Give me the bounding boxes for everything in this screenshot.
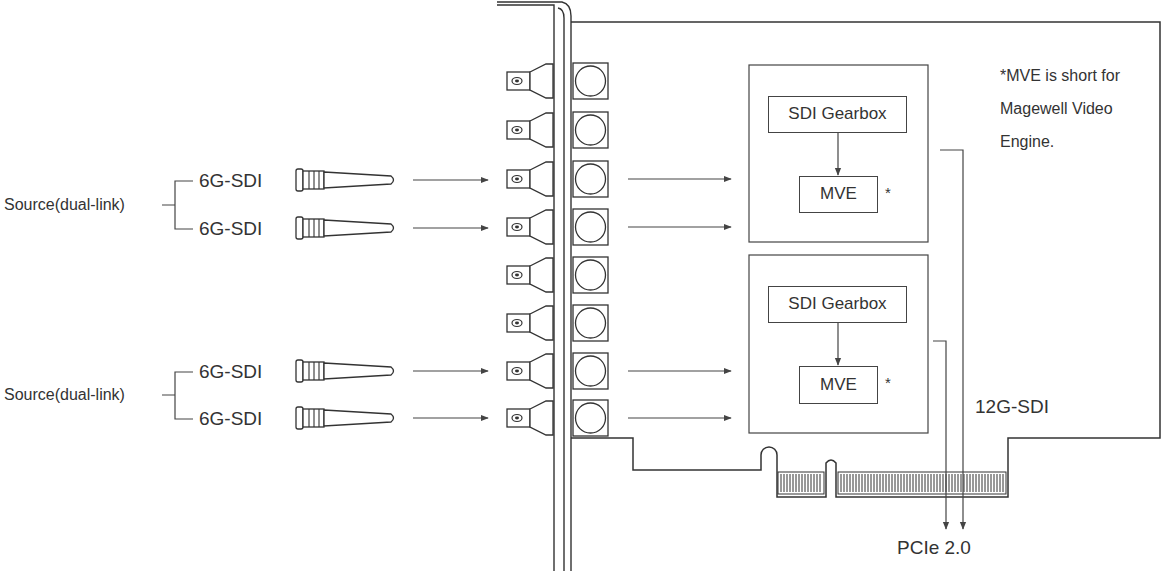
signal-arrow [413, 179, 488, 180]
bnc-connector [507, 112, 608, 148]
bnc-connector [507, 257, 608, 293]
signal-arrow [413, 227, 488, 228]
signal-label: 6G-SDI [199, 361, 262, 384]
signal-arrow [413, 417, 488, 418]
signal-arrow [628, 226, 731, 227]
process-box: SDI Gearbox [768, 286, 907, 323]
card-outline [571, 22, 1160, 497]
box-label: MVE [820, 184, 857, 204]
signal-label: 6G-SDI [199, 218, 262, 241]
signal-label: 6G-SDI [199, 170, 262, 193]
bnc-connector [507, 400, 608, 436]
source-bracket [162, 372, 193, 419]
box-label: SDI Gearbox [788, 294, 886, 314]
source-label: Source(dual-link) [4, 385, 125, 404]
engine-group [749, 65, 928, 242]
edge-layer [838, 133, 839, 365]
box-label: MVE [820, 375, 857, 395]
footnote-mark: * [885, 374, 891, 392]
signal-arrow [628, 178, 731, 179]
process-box: MVE* [799, 366, 878, 404]
signal-arrow [628, 417, 731, 418]
bnc-connector [507, 161, 608, 197]
bnc-connector [507, 63, 608, 99]
source-label: Source(dual-link) [4, 195, 125, 214]
flow-arrow [837, 323, 838, 365]
bnc-connector [507, 209, 608, 245]
footnote-mark: * [885, 183, 891, 201]
output-arrow [933, 341, 946, 529]
engine-group [749, 255, 928, 433]
flow-arrow [837, 133, 838, 175]
sdi-cable [296, 407, 394, 429]
signal-label: 12G-SDI [975, 396, 1049, 419]
bus-label: PCIe 2.0 [897, 537, 971, 560]
footnote: *MVE is short for Magewell Video Engine. [1000, 59, 1158, 158]
signal-arrow [628, 370, 731, 371]
source-bracket [162, 181, 193, 229]
process-box: SDI Gearbox [768, 96, 907, 133]
process-box: MVE* [799, 176, 878, 213]
signal-label: 6G-SDI [199, 408, 262, 431]
output-arrow [940, 150, 963, 529]
bnc-connector [507, 353, 608, 389]
box-label: SDI Gearbox [788, 104, 886, 124]
bnc-connector [507, 305, 608, 341]
sdi-cable [296, 169, 394, 191]
sdi-cable [296, 217, 394, 239]
edge-connector [778, 472, 1006, 494]
signal-arrow [413, 370, 488, 371]
sdi-cable [296, 360, 394, 382]
